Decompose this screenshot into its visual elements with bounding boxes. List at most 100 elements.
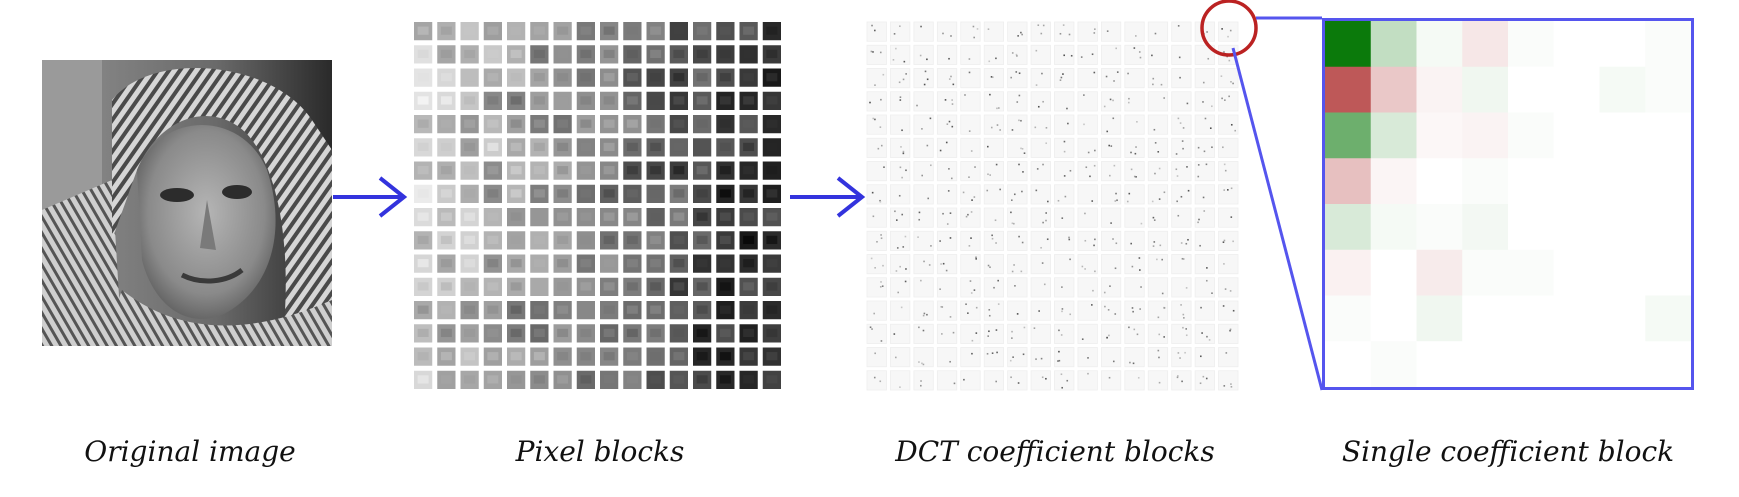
pixel-block bbox=[576, 231, 595, 250]
pixel-block bbox=[716, 91, 735, 110]
pixel-block bbox=[669, 161, 688, 180]
coefficient-cell bbox=[1462, 21, 1509, 68]
pixel-block bbox=[762, 184, 781, 203]
dct-block bbox=[983, 137, 1005, 158]
dct-block bbox=[890, 277, 911, 298]
dct-block bbox=[936, 300, 958, 321]
dct-block bbox=[1054, 300, 1075, 321]
pixel-block bbox=[530, 324, 549, 343]
dct-block bbox=[1147, 114, 1169, 135]
pixel-block bbox=[646, 184, 665, 203]
pixel-blocks bbox=[412, 20, 784, 392]
pixel-block bbox=[739, 324, 758, 343]
pixel-block bbox=[507, 254, 526, 273]
pixel-block bbox=[669, 324, 688, 343]
dct-block bbox=[1030, 230, 1051, 251]
pixel-block bbox=[600, 347, 619, 366]
dct-block bbox=[913, 230, 934, 251]
pixel-block bbox=[460, 301, 479, 320]
pixel-block bbox=[693, 208, 712, 227]
pixel-block bbox=[669, 254, 688, 273]
dct-block bbox=[1194, 300, 1215, 321]
dct-block bbox=[1077, 370, 1098, 391]
dct-block bbox=[1147, 254, 1169, 275]
coefficient-cell bbox=[1508, 249, 1555, 296]
dct-block bbox=[1218, 230, 1239, 251]
dct-block bbox=[1194, 68, 1215, 89]
pixel-block bbox=[669, 301, 688, 320]
coefficient-cell bbox=[1553, 295, 1600, 342]
dct-block bbox=[1054, 137, 1075, 158]
dct-block bbox=[1054, 347, 1075, 368]
dct-block bbox=[1147, 161, 1169, 182]
dct-block bbox=[1100, 370, 1122, 391]
caption-single-coefficient-block: Single coefficient block bbox=[1341, 435, 1675, 468]
dct-block bbox=[1007, 91, 1028, 112]
dct-block bbox=[890, 114, 911, 135]
coefficient-cell bbox=[1462, 112, 1509, 159]
pixel-block bbox=[437, 208, 456, 227]
caption-dct-coefficient-blocks: DCT coefficient blocks bbox=[895, 435, 1215, 468]
dct-block bbox=[1147, 184, 1169, 205]
pixel-block bbox=[530, 161, 549, 180]
dct-block bbox=[1007, 184, 1028, 205]
pixel-block bbox=[414, 115, 433, 134]
pixel-block bbox=[483, 161, 502, 180]
dct-block bbox=[866, 323, 887, 344]
pixel-block bbox=[507, 138, 526, 157]
dct-block bbox=[960, 137, 981, 158]
coefficient-cell bbox=[1508, 158, 1555, 205]
pixel-block bbox=[716, 254, 735, 273]
dct-block bbox=[1194, 161, 1215, 182]
dct-block bbox=[1100, 21, 1122, 42]
coefficient-cell bbox=[1645, 204, 1692, 251]
dct-block bbox=[1124, 207, 1145, 228]
pixel-block bbox=[623, 347, 642, 366]
dct-block bbox=[983, 184, 1005, 205]
dct-block bbox=[1218, 184, 1239, 205]
dct-block bbox=[1007, 277, 1028, 298]
dct-block bbox=[1054, 91, 1075, 112]
dct-block bbox=[1124, 161, 1145, 182]
pixel-block bbox=[646, 138, 665, 157]
dct-block bbox=[1077, 323, 1098, 344]
dct-block bbox=[890, 68, 911, 89]
original-image bbox=[42, 60, 332, 346]
pixel-block bbox=[576, 370, 595, 389]
pixel-block bbox=[716, 231, 735, 250]
dct-block bbox=[1030, 323, 1051, 344]
coefficient-cell bbox=[1416, 204, 1463, 251]
dct-block bbox=[936, 184, 958, 205]
dct-block bbox=[1030, 161, 1051, 182]
dct-block bbox=[913, 137, 934, 158]
dct-block bbox=[1100, 207, 1122, 228]
pixel-block bbox=[739, 277, 758, 296]
pixel-block bbox=[553, 277, 572, 296]
coefficient-cell bbox=[1462, 341, 1509, 388]
caption-pixel-blocks: Pixel blocks bbox=[515, 435, 685, 468]
dct-block bbox=[936, 114, 958, 135]
dct-block bbox=[1124, 137, 1145, 158]
dct-block bbox=[1147, 137, 1169, 158]
dct-block bbox=[1007, 323, 1028, 344]
pixel-block bbox=[739, 138, 758, 157]
dct-block bbox=[960, 161, 981, 182]
dct-block bbox=[1171, 21, 1192, 42]
dct-block bbox=[1171, 68, 1192, 89]
coefficient-cell bbox=[1370, 66, 1417, 113]
dct-block bbox=[1030, 137, 1051, 158]
pixel-block bbox=[507, 301, 526, 320]
pixel-block bbox=[669, 45, 688, 64]
pixel-block bbox=[739, 184, 758, 203]
coefficient-cell bbox=[1325, 295, 1372, 342]
pixel-block bbox=[553, 254, 572, 273]
pixel-block bbox=[739, 91, 758, 110]
pixel-block bbox=[414, 301, 433, 320]
pixel-block bbox=[437, 22, 456, 41]
dct-block bbox=[936, 44, 958, 65]
dct-block bbox=[1030, 114, 1051, 135]
dct-block bbox=[960, 300, 981, 321]
dct-block bbox=[1124, 68, 1145, 89]
coefficient-cell bbox=[1462, 204, 1509, 251]
pixel-block bbox=[507, 370, 526, 389]
